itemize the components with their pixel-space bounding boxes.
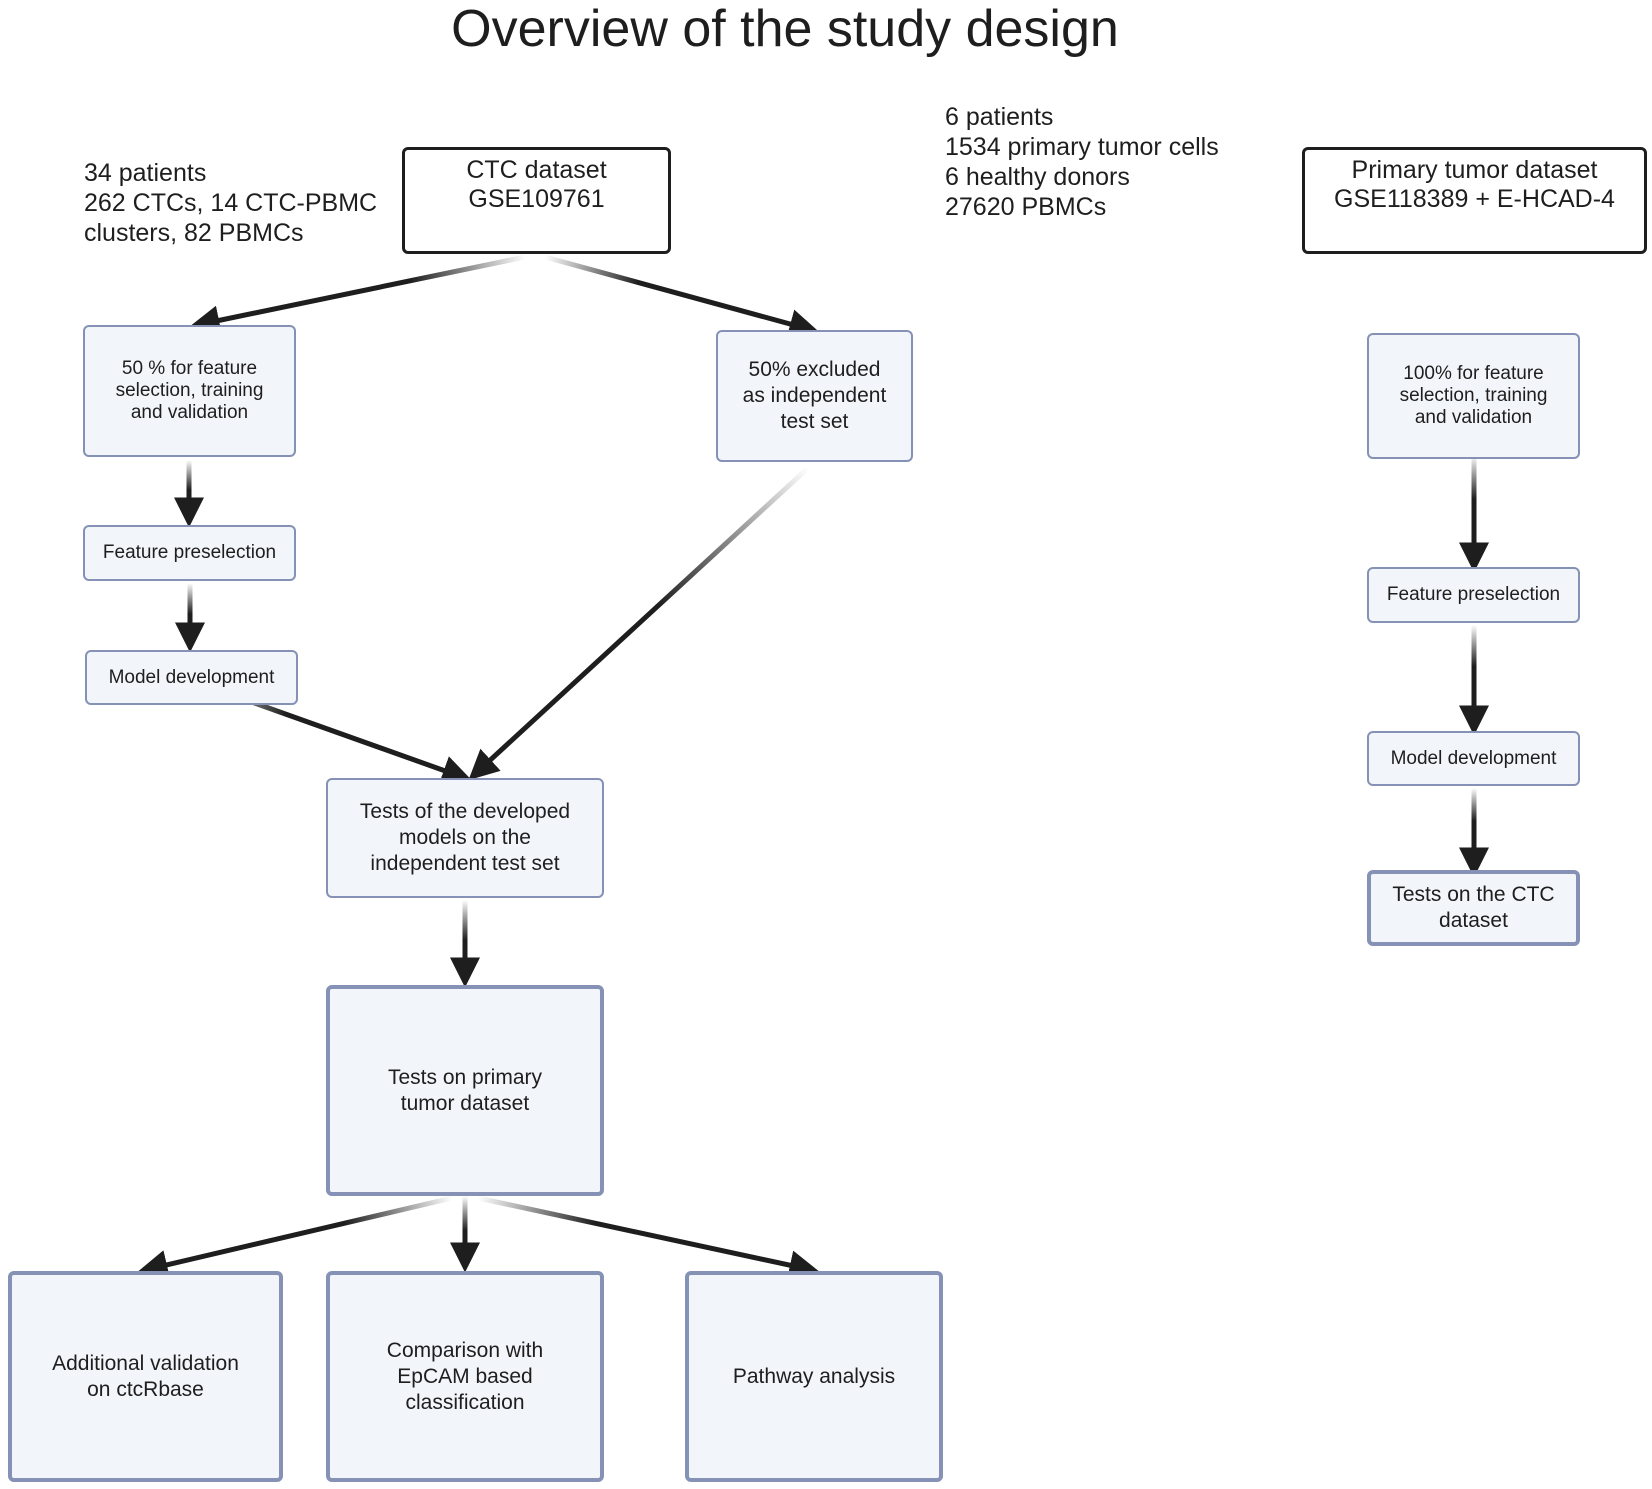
tests-ctc-box: Tests on the CTC dataset [1367, 870, 1580, 946]
tests-independent-box: Tests of the developed models on the ind… [326, 778, 604, 898]
primary-dataset-box: Primary tumor dataset GSE118389 + E-HCAD… [1302, 147, 1647, 254]
epcam-comparison-box: Comparison with EpCAM based classificati… [326, 1271, 604, 1482]
primary-cohort-note: 6 patients 1534 primary tumor cells 6 he… [945, 103, 1219, 221]
feature-preselection-left-box: Feature preselection [83, 525, 296, 581]
model-development-left-box: Model development [85, 650, 298, 705]
ctc-cohort-note: 34 patients 262 CTCs, 14 CTC-PBMC cluste… [84, 159, 378, 247]
train-100-box: 100% for feature selection, training and… [1367, 333, 1580, 459]
diagram-title: Overview of the study design [451, 0, 1119, 58]
model-development-right-box: Model development [1367, 731, 1580, 786]
arrow-primary-to-validation [137, 1195, 453, 1280]
arrow-ctc-to-train [189, 254, 526, 336]
feature-preselection-right-box: Feature preselection [1367, 567, 1580, 623]
test-split-box: 50% excluded as independent test set [716, 330, 913, 462]
arrow-ctc-to-test [544, 254, 820, 339]
pathway-analysis-box: Pathway analysis [685, 1271, 943, 1482]
train-split-box: 50 % for feature selection, training and… [83, 325, 296, 457]
arrow-testset-to-tests [468, 466, 810, 781]
additional-validation-box: Additional validation on ctcRbase [8, 1271, 283, 1482]
ctc-dataset-box: CTC dataset GSE109761 [402, 147, 671, 254]
arrow-primary-to-pathway [477, 1195, 820, 1280]
tests-primary-box: Tests on primary tumor dataset [326, 985, 604, 1196]
